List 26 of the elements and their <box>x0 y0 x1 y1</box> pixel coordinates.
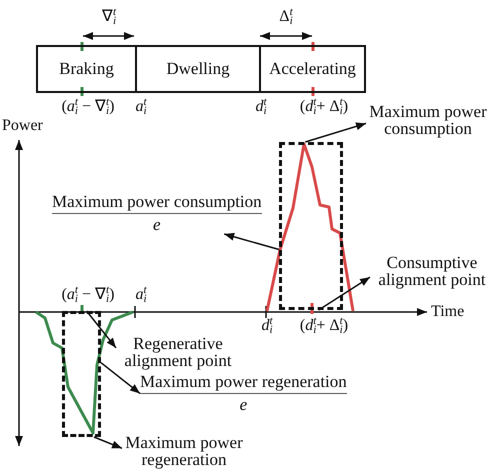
dashed-window <box>279 142 343 310</box>
axis-label: Time <box>431 302 464 322</box>
phase-box <box>36 45 137 93</box>
leader-arrow <box>318 276 370 311</box>
leader-arrow <box>94 436 122 449</box>
leader-arrow <box>224 232 280 250</box>
phase-box <box>135 45 261 93</box>
phase-label: Accelerating <box>269 60 356 78</box>
callout-label: Regenerative alignment point <box>116 335 240 369</box>
math-label: (a$_{i}$$^{t}$ − ∇$_{i}$$^{t}$) <box>62 97 114 116</box>
math-label: (d$_{i}$$^{t}$+ Δ$_{i}$$^{t}$) <box>300 316 348 336</box>
fraction-label: Maximum power regeneration e <box>140 373 347 414</box>
axis-label: Power <box>2 116 43 136</box>
fraction-label: Maximum power consumption e <box>52 193 262 234</box>
phase-box <box>259 45 366 93</box>
math-label: (a$_{i}$$^{t}$ − ∇$_{i}$$^{t}$) <box>62 285 114 304</box>
dashed-window <box>62 311 101 437</box>
phase-label: Dwelling <box>166 60 230 78</box>
leader-arrow <box>86 310 117 348</box>
leader-arrow <box>100 362 140 394</box>
callout-label: Maximum power consumption <box>366 103 490 137</box>
callout-label: Maximum power regeneration <box>122 434 246 468</box>
math-label: (d$_{i}$$^{t}$+ Δ$_{i}$$^{t}$) <box>300 97 348 116</box>
leader-arrow <box>305 122 366 143</box>
phase-label: Braking <box>59 60 114 78</box>
callout-label: Consumptive alignment point <box>370 254 494 288</box>
